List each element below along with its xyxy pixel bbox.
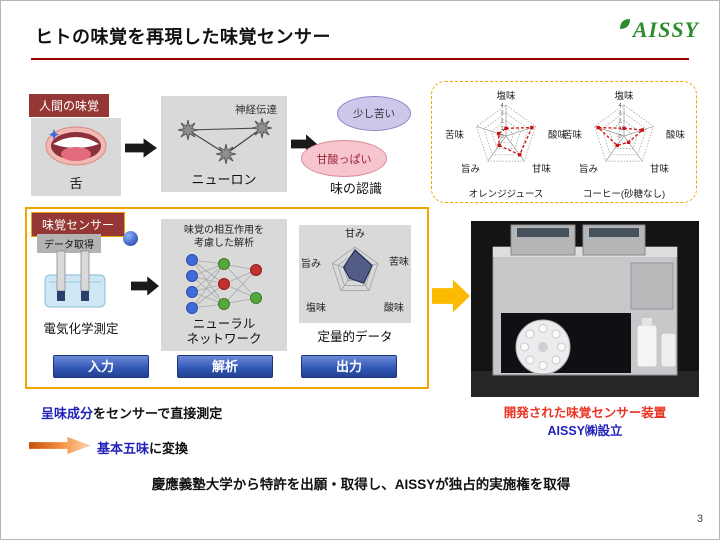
radar-axis-label: 甘味 bbox=[649, 164, 669, 175]
radar-axis-label: 塩味 bbox=[306, 303, 326, 314]
nn-note-line: 考慮した解析 bbox=[194, 238, 254, 249]
device-caption-blue: AISSY㈱設立 bbox=[547, 424, 623, 438]
radar-axis-label: 酸味 bbox=[547, 130, 567, 141]
input-step-box: 入力 bbox=[53, 355, 149, 378]
note-highlight: 呈味成分 bbox=[41, 406, 94, 421]
radar-axis-label: 旨み bbox=[579, 164, 599, 175]
tongue-panel: 舌 bbox=[31, 118, 121, 196]
radar-plot bbox=[331, 246, 379, 291]
mouth-icon bbox=[45, 126, 107, 166]
radar-plot: 0 1 23 4 bbox=[476, 103, 536, 162]
radar-axis-label: 甘味 bbox=[531, 164, 551, 175]
svg-text:4: 4 bbox=[618, 103, 621, 109]
analysis-step-box: 解析 bbox=[177, 355, 273, 378]
note-text: をセンサーで直接測定 bbox=[93, 406, 223, 421]
radar-axis-label: 苦味 bbox=[445, 130, 465, 141]
svg-text:2: 2 bbox=[618, 118, 621, 124]
neuron-label: ニューロン bbox=[191, 172, 257, 187]
sample-drop-icon bbox=[123, 231, 138, 246]
note-text: に変換 bbox=[149, 441, 189, 456]
title-underline bbox=[31, 58, 689, 60]
device-photo bbox=[471, 221, 699, 397]
leaf-icon bbox=[619, 19, 630, 29]
thought-bubble-sweet-sour: 甘酸っぱい bbox=[301, 140, 387, 177]
svg-text:0: 0 bbox=[500, 134, 503, 140]
page-number: 3 bbox=[696, 513, 703, 525]
radar-axis-label: 塩味 bbox=[496, 91, 516, 102]
tongue-label: 舌 bbox=[69, 176, 83, 191]
nn-label-line: ネットワーク bbox=[186, 332, 262, 346]
output-step-box: 出力 bbox=[301, 355, 397, 378]
bubble-text: 甘酸っぱい bbox=[316, 153, 372, 166]
svg-text:3: 3 bbox=[618, 111, 621, 117]
thought-bubble-bitter: 少し苦い bbox=[337, 96, 411, 131]
device-caption-red: 開発された味覚センサー装置 bbox=[503, 406, 667, 420]
flow-arrow-icon bbox=[125, 138, 157, 158]
neural-network-label: ニューラル ネットワーク bbox=[161, 317, 287, 347]
direct-measure-note: 呈味成分をセンサーで直接測定 bbox=[41, 403, 222, 422]
radar-axis-label: 旨み bbox=[301, 259, 321, 270]
logo-text: AISSY bbox=[632, 17, 699, 42]
neural-network-panel: 味覚の相互作用を 考慮した解析 bbox=[161, 219, 287, 351]
svg-text:4: 4 bbox=[500, 103, 503, 109]
radar-comparison-frame bbox=[431, 81, 697, 203]
radar-axis-label: 旨み bbox=[461, 164, 481, 175]
radar-chart-quantitative: 甘み 苦味 酸味 塩味 旨み bbox=[299, 225, 411, 323]
quantitative-data-label: 定量的データ bbox=[317, 330, 393, 344]
radar-axis-label: 塩味 bbox=[614, 91, 634, 102]
page-title: ヒトの味覚を再現した味覚センサー bbox=[35, 27, 331, 47]
nn-analysis-note: 味覚の相互作用を 考慮した解析 bbox=[161, 224, 287, 250]
radar-axis-label: 苦味 bbox=[389, 257, 409, 268]
note-highlight: 基本五味 bbox=[97, 441, 150, 456]
radar-caption: コーヒー(砂糖なし) bbox=[582, 189, 666, 200]
data-acquisition-label: データ取得 bbox=[37, 234, 101, 253]
radar-axis-label: 甘み bbox=[345, 229, 365, 240]
convert-note: 基本五味に変換 bbox=[97, 438, 188, 457]
convert-arrow-icon bbox=[29, 437, 91, 454]
svg-text:3: 3 bbox=[500, 111, 503, 117]
taste-recognition-label: 味の認識 bbox=[329, 181, 382, 196]
radar-axis-label: 酸味 bbox=[384, 303, 404, 314]
radar-caption: オレンジジュース bbox=[468, 189, 544, 200]
human-taste-badge: 人間の味覚 bbox=[29, 94, 110, 117]
neural-network-icon bbox=[186, 254, 262, 314]
svg-text:1: 1 bbox=[500, 126, 503, 132]
neurons-icon bbox=[177, 117, 273, 165]
electrochemical-label: 電気化学測定 bbox=[43, 322, 119, 336]
svg-text:0: 0 bbox=[618, 134, 621, 140]
device-arrow-icon bbox=[432, 279, 470, 313]
sensor-section-frame bbox=[25, 207, 429, 389]
patent-statement: 慶應義塾大学から特許を出願・取得し、AISSYが独占的実施権を取得 bbox=[151, 477, 571, 492]
electrode-beaker-icon bbox=[44, 250, 106, 308]
radar-plot: 0 1 23 4 bbox=[594, 103, 654, 162]
bubble-text: 少し苦い bbox=[353, 108, 395, 120]
radar-axis-label: 酸味 bbox=[665, 130, 685, 141]
radar-axis-label: 苦味 bbox=[563, 130, 583, 141]
neuron-panel: 神経伝達 ニューロン bbox=[161, 96, 287, 192]
nn-note-line: 味覚の相互作用を bbox=[184, 225, 264, 236]
nn-label-line: ニューラル bbox=[192, 317, 256, 331]
nerve-transmission-label: 神経伝達 bbox=[235, 104, 277, 116]
svg-text:2: 2 bbox=[500, 118, 503, 124]
svg-text:1: 1 bbox=[618, 126, 621, 132]
aissy-logo: AISSY bbox=[618, 17, 699, 43]
